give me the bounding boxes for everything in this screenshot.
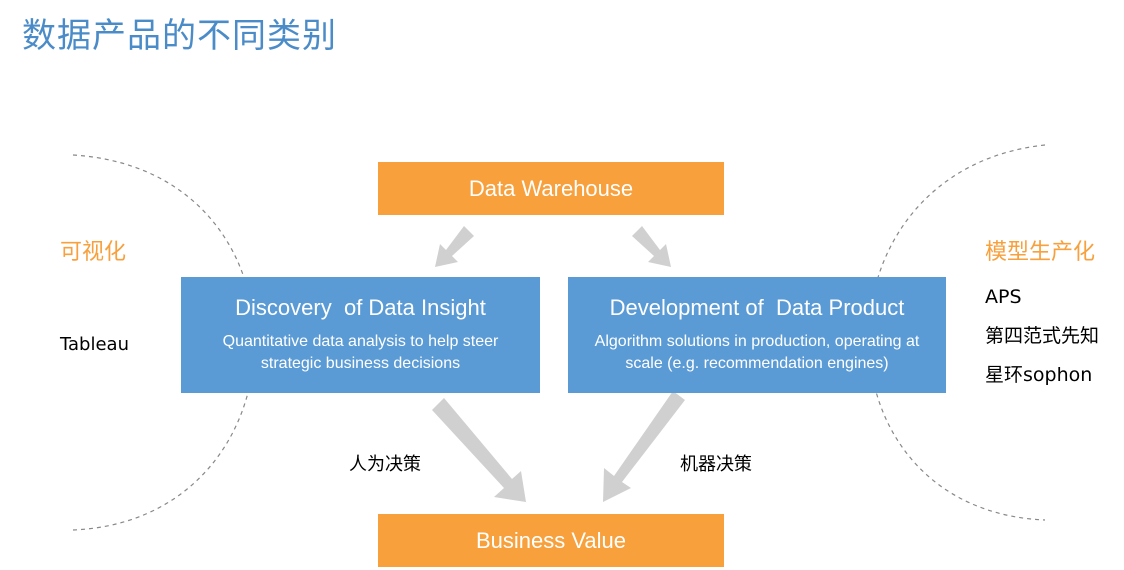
arrow-warehouse-to-discovery (435, 226, 474, 267)
development-title: Development of Data Product (609, 295, 905, 320)
model-production-label: 模型生产化 (985, 240, 1096, 265)
human-decision-label: 人为决策 (349, 454, 421, 475)
business-value-box: Business Value (378, 514, 724, 567)
data-warehouse-label: Data Warehouse (468, 175, 634, 201)
development-description: Algorithm solutions in production, opera… (594, 333, 920, 372)
page-title: 数据产品的不同类别 (22, 16, 337, 56)
model-tools-list: APS 第四范式先知 星环sophon (985, 285, 1099, 402)
right-dashed-arc (868, 144, 1046, 521)
machine-decision-label: 机器决策 (680, 454, 752, 475)
arrow-warehouse-to-development (632, 226, 671, 267)
business-value-label: Business Value (475, 527, 626, 553)
arrow-development-to-value (603, 391, 685, 502)
data-warehouse-box: Data Warehouse (378, 162, 724, 215)
discovery-description: Quantitative data analysis to help steer… (222, 333, 499, 372)
discovery-box: Discovery of Data Insight Quantitative d… (181, 277, 540, 393)
tableau-label: Tableau (60, 334, 129, 355)
list-item: 第四范式先知 (985, 325, 1100, 347)
arrow-discovery-to-value (432, 398, 526, 502)
list-item: APS (985, 286, 1022, 308)
discovery-title: Discovery of Data Insight (235, 295, 486, 320)
list-item: 星环sophon (985, 364, 1093, 386)
development-box: Development of Data Product Algorithm so… (568, 277, 946, 393)
visualization-label: 可视化 (60, 240, 127, 265)
